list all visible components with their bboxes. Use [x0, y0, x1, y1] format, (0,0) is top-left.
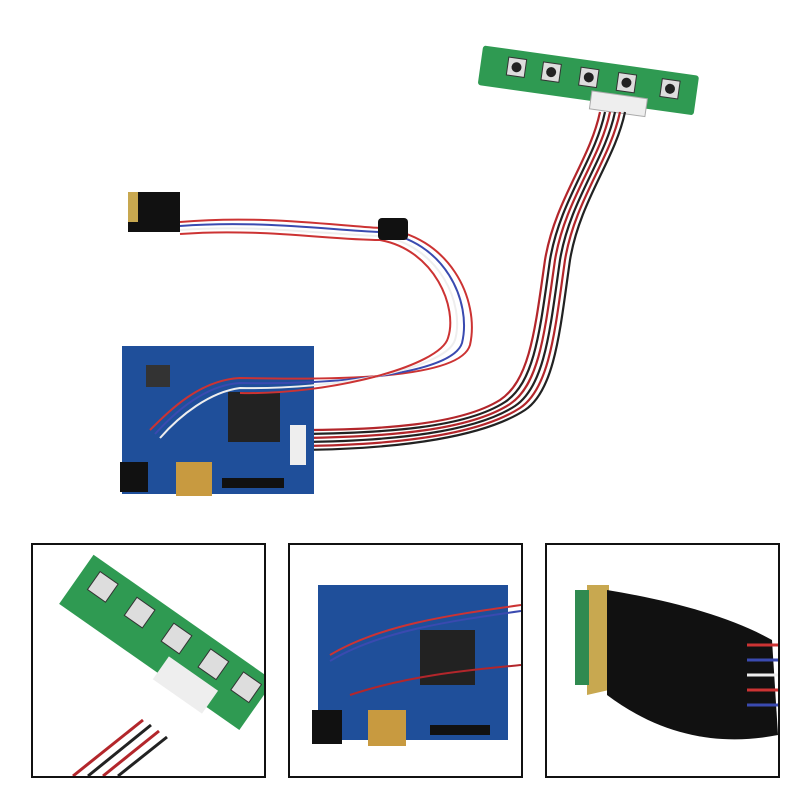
driver-board: [120, 346, 314, 496]
keypad-ribbon-cable: [299, 111, 627, 452]
cable-sleeve: [378, 218, 408, 240]
keypad-board: [478, 45, 699, 118]
thumbnail-keypad: [31, 543, 266, 778]
thumbnail-connector: [545, 543, 780, 778]
thumbnail-driver-board: [288, 543, 523, 778]
lvds-cable: [149, 218, 473, 439]
main-product-photo: [120, 45, 699, 496]
